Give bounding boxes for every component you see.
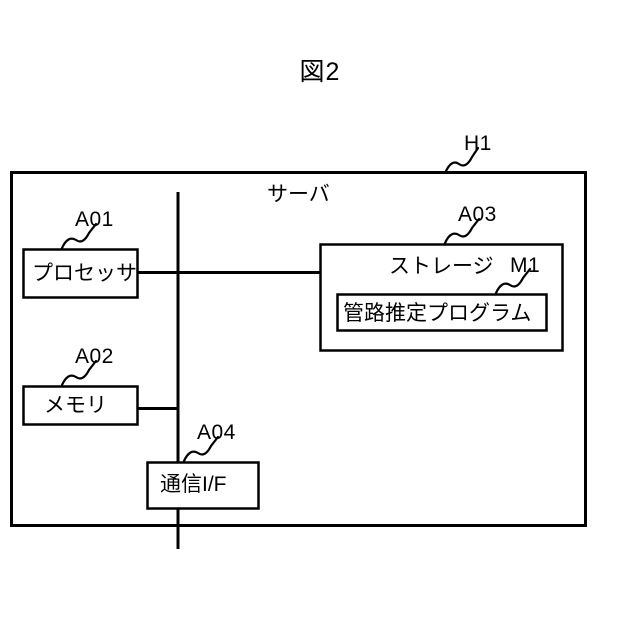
- h1-leader-squiggle: [444, 146, 480, 173]
- storage-label: ストレージ: [389, 255, 494, 278]
- a02-leader-squiggle: [60, 359, 98, 387]
- ref-label-a02: A02: [75, 345, 114, 368]
- a01-leader-squiggle: [60, 222, 98, 250]
- ref-label-h1: H1: [464, 132, 492, 155]
- a04-leader-squiggle: [182, 435, 220, 463]
- processor-label: プロセッサ: [32, 262, 137, 285]
- memory-label: メモリ: [44, 394, 107, 417]
- ref-label-a03: A03: [458, 203, 497, 226]
- ref-label-a04: A04: [197, 421, 236, 444]
- comm-interface-box: [146, 461, 260, 510]
- memory-box: [22, 385, 139, 426]
- processor-box: [22, 248, 139, 299]
- a03-leader-squiggle: [443, 217, 481, 245]
- ref-label-m1: M1: [510, 254, 541, 277]
- program-box: [336, 293, 548, 332]
- program-label: 管路推定プログラム: [343, 302, 532, 325]
- m1-leader-squiggle: [494, 267, 532, 295]
- figure-title: 図2: [299, 58, 341, 86]
- comm-interface-label: 通信I/F: [160, 473, 227, 496]
- server-title-label: サーバ: [267, 183, 330, 206]
- server-enclosure-box: [10, 171, 587, 527]
- ref-label-a01: A01: [75, 208, 114, 231]
